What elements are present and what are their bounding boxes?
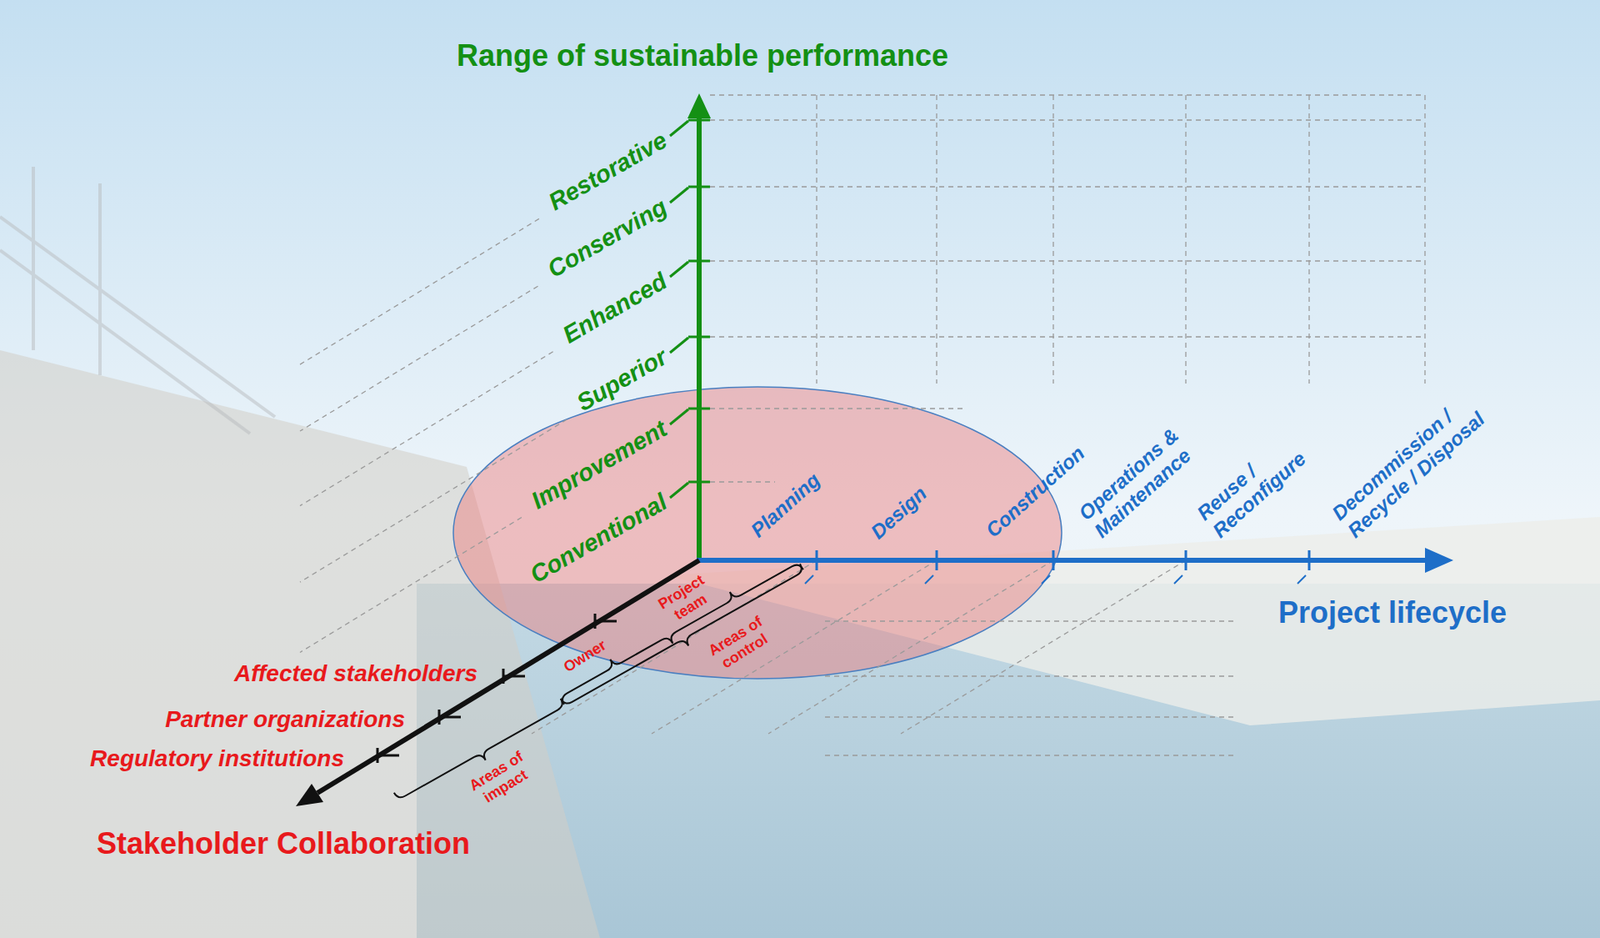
grid-line: [300, 218, 540, 365]
stakeholder-level: Affected stakeholders: [234, 660, 478, 687]
stakeholder-level: Partner organizations: [165, 705, 405, 733]
container-yard: [0, 350, 600, 938]
lifecycle-axis: [696, 547, 1454, 584]
curly-brace: [560, 563, 802, 703]
grid-line: [300, 419, 567, 582]
axis-title: Project lifecycle: [1278, 595, 1507, 630]
axis-title: Range of sustainable performance: [456, 38, 949, 73]
crane: [0, 166, 275, 434]
stakeholder-level: Regulatory institutions: [90, 745, 345, 772]
grid: [531, 95, 1425, 755]
performance-axis: [670, 93, 711, 563]
grid-line: [300, 516, 522, 652]
grid-line: [300, 351, 554, 506]
control-ellipse: [453, 386, 1062, 679]
axis-title: Stakeholder Collaboration: [96, 825, 470, 860]
grid-line: [300, 285, 539, 431]
